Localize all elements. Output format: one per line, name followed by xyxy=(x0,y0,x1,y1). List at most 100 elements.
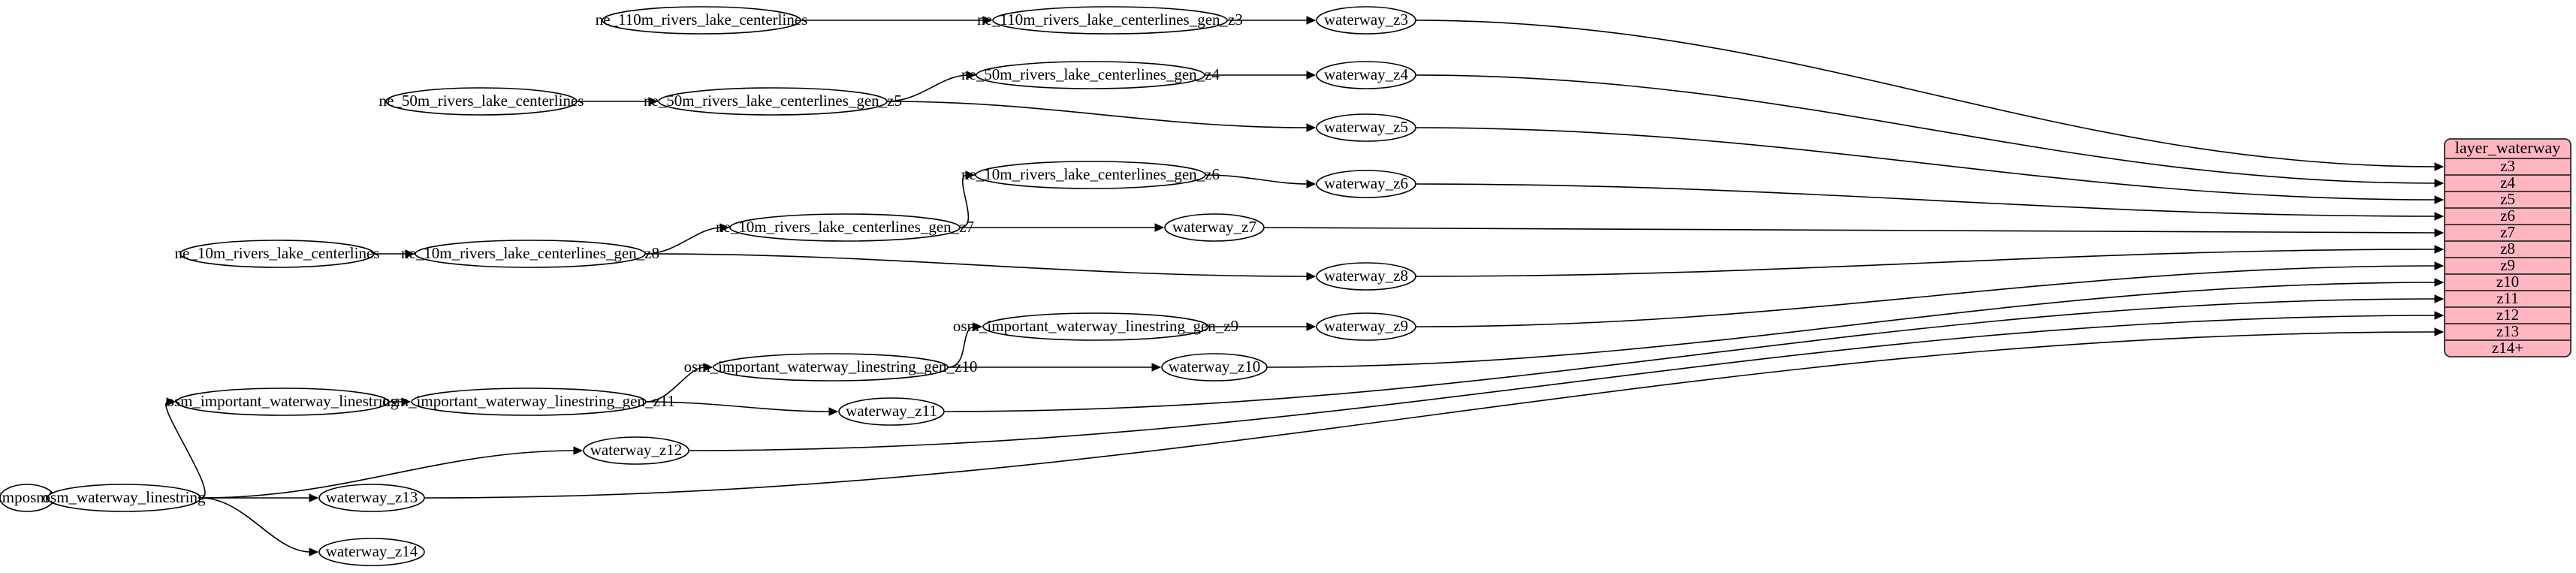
node-shape xyxy=(982,312,1209,341)
node-ne_10m_rivers_lake_centerlines_gen_z6[interactable]: ne_10m_rivers_lake_centerlines_gen_z6 xyxy=(961,161,1220,189)
node-osm_important_waterway_linestring[interactable]: osm_important_waterway_linestring xyxy=(166,388,399,416)
edge-arrowhead xyxy=(2434,212,2445,221)
node-osm_waterway_linestring[interactable]: osm_waterway_linestring xyxy=(43,484,206,512)
node-label: osm_important_waterway_linestring_gen_z9 xyxy=(953,317,1238,335)
edge-arrowhead xyxy=(2434,195,2445,204)
node-waterway_z11[interactable]: waterway_z11 xyxy=(838,397,945,426)
node-ne_110m_rivers_lake_centerlines[interactable]: ne_110m_rivers_lake_centerlines xyxy=(596,6,808,35)
node-osm_important_waterway_linestring_gen_z10[interactable]: osm_important_waterway_linestring_gen_z1… xyxy=(684,353,978,381)
legend-row-z9[interactable]: z9 xyxy=(2500,256,2515,274)
legend-row-z3[interactable]: z3 xyxy=(2500,157,2515,175)
legend-row-z12[interactable]: z12 xyxy=(2496,306,2519,324)
edge-waterway_z5-to-layer_waterway_z5 xyxy=(1415,127,2437,201)
node-waterway_z4[interactable]: waterway_z4 xyxy=(1316,61,1416,89)
node-ne_110m_rivers_lake_centerlines_gen_z3[interactable]: ne_110m_rivers_lake_centerlines_gen_z3 xyxy=(977,6,1243,35)
node-waterway_z7[interactable]: waterway_z7 xyxy=(1164,213,1265,242)
edge-ne_10m_rivers_lake_centerlines_gen_z8-to-waterway_z8 xyxy=(644,253,1309,277)
edge-arrowhead xyxy=(1306,71,1317,80)
node-ne_10m_rivers_lake_centerlines_gen_z8[interactable]: ne_10m_rivers_lake_centerlines_gen_z8 xyxy=(401,240,659,268)
edge-arrowhead xyxy=(1151,363,1162,372)
node-label: ne_50m_rivers_lake_centerlines_gen_z5 xyxy=(644,92,902,110)
node-shape xyxy=(411,388,647,416)
node-osm_important_waterway_linestring_gen_z11[interactable]: osm_important_waterway_linestring_gen_z1… xyxy=(382,388,675,416)
node-ne_50m_rivers_lake_centerlines[interactable]: ne_50m_rivers_lake_centerlines xyxy=(379,87,584,116)
node-label: ne_50m_rivers_lake_centerlines_gen_z4 xyxy=(961,65,1220,83)
node-label: ne_10m_rivers_lake_centerlines_gen_z7 xyxy=(716,218,974,236)
edge-arrowhead xyxy=(648,97,659,106)
legend-row-z7[interactable]: z7 xyxy=(2500,223,2515,241)
node-shape xyxy=(992,6,1228,35)
edge-osm_important_waterway_linestring_gen_z10-to-osm_important_waterway_linestring_gen_z9 xyxy=(947,326,976,368)
edge-arrowhead xyxy=(719,223,730,232)
edge-arrowhead xyxy=(2434,327,2445,336)
node-shape xyxy=(47,484,201,512)
node-waterway_z14[interactable]: waterway_z14 xyxy=(318,538,425,566)
node-shape xyxy=(713,353,949,381)
node-shape xyxy=(976,61,1205,89)
node-label: ne_110m_rivers_lake_centerlines_gen_z3 xyxy=(977,11,1243,29)
edge-waterway_z6-to-layer_waterway_z6 xyxy=(1415,183,2437,217)
node-label: ne_10m_rivers_lake_centerlines_gen_z8 xyxy=(401,244,659,262)
edge-arrowhead xyxy=(1306,272,1317,281)
node-waterway_z5[interactable]: waterway_z5 xyxy=(1316,113,1416,142)
node-waterway_z3[interactable]: waterway_z3 xyxy=(1316,6,1416,35)
node-label: osm_waterway_linestring xyxy=(43,488,206,506)
node-label: waterway_z6 xyxy=(1324,174,1408,192)
node-waterway_z6[interactable]: waterway_z6 xyxy=(1316,170,1416,198)
legend-row-z11[interactable]: z11 xyxy=(2496,289,2519,307)
edge-arrowhead xyxy=(1306,16,1317,25)
edge-arrowhead xyxy=(2434,162,2445,171)
legend-row-z5[interactable]: z5 xyxy=(2500,190,2515,208)
node-waterway_z12[interactable]: waterway_z12 xyxy=(583,436,689,465)
edge-osm_waterway_linestring-to-waterway_z14 xyxy=(200,497,312,553)
legend-row-z14+[interactable]: z14+ xyxy=(2492,339,2523,357)
node-label: osm_important_waterway_linestring_gen_z1… xyxy=(382,392,675,410)
edge-arrowhead xyxy=(2434,311,2445,320)
edge-ne_50m_rivers_lake_centerlines_gen_z5-to-ne_50m_rivers_lake_centerlines_gen_z4 xyxy=(886,74,969,102)
node-waterway_z10[interactable]: waterway_z10 xyxy=(1161,353,1268,381)
node-label: waterway_z4 xyxy=(1324,65,1408,83)
node-shape xyxy=(385,87,578,116)
node-ne_10m_rivers_lake_centerlines[interactable]: ne_10m_rivers_lake_centerlines xyxy=(175,240,380,268)
legend-box xyxy=(2444,138,2571,357)
node-label: ne_110m_rivers_lake_centerlines xyxy=(596,11,808,29)
node-ne_50m_rivers_lake_centerlines_gen_z4[interactable]: ne_50m_rivers_lake_centerlines_gen_z4 xyxy=(961,61,1220,89)
edge-waterway_z10-to-layer_waterway_z10 xyxy=(1266,282,2437,368)
node-shape xyxy=(583,436,689,465)
edge-arrowhead xyxy=(982,16,993,25)
node-ne_10m_rivers_lake_centerlines_gen_z7[interactable]: ne_10m_rivers_lake_centerlines_gen_z7 xyxy=(716,213,974,242)
node-waterway_z8[interactable]: waterway_z8 xyxy=(1316,262,1416,291)
node-label: osm_important_waterway_linestring xyxy=(166,392,399,410)
edge-arrowhead xyxy=(2434,294,2445,303)
node-osm_important_waterway_linestring_gen_z9[interactable]: osm_important_waterway_linestring_gen_z9 xyxy=(953,312,1238,341)
node-waterway_z13[interactable]: waterway_z13 xyxy=(318,484,425,512)
edge-arrowhead xyxy=(965,170,976,179)
node-shape xyxy=(318,484,425,512)
node-ne_50m_rivers_lake_centerlines_gen_z5[interactable]: ne_50m_rivers_lake_centerlines_gen_z5 xyxy=(644,87,902,116)
legend-row-z10[interactable]: z10 xyxy=(2496,273,2519,291)
edge-osm_waterway_linestring-to-osm_important_waterway_linestring xyxy=(165,401,206,499)
legend-row-z8[interactable]: z8 xyxy=(2500,240,2515,258)
node-shape xyxy=(318,538,425,566)
node-shape xyxy=(1164,213,1265,242)
edge-arrowhead xyxy=(1306,322,1317,331)
node-imposm3[interactable]: imposm3 xyxy=(0,484,56,512)
legend-row-z13[interactable]: z13 xyxy=(2496,322,2519,340)
edge-waterway_z3-to-layer_waterway_z3 xyxy=(1415,20,2437,167)
node-waterway_z9[interactable]: waterway_z9 xyxy=(1316,312,1416,341)
node-shape xyxy=(415,240,646,268)
edge-arrowhead xyxy=(2434,278,2445,287)
edge-arrowhead xyxy=(966,71,976,80)
node-label: ne_50m_rivers_lake_centerlines xyxy=(379,92,584,110)
node-shape xyxy=(838,397,945,426)
legend-row-z4[interactable]: z4 xyxy=(2500,173,2515,192)
node-label: waterway_z8 xyxy=(1324,267,1408,285)
legend-row-z6[interactable]: z6 xyxy=(2500,207,2515,225)
edge-waterway_z7-to-layer_waterway_z7 xyxy=(1263,227,2437,234)
edge-waterway_z4-to-layer_waterway_z4 xyxy=(1415,74,2437,184)
node-shape xyxy=(1316,312,1416,341)
edge-ne_10m_rivers_lake_centerlines_gen_z8-to-ne_10m_rivers_lake_centerlines_gen_z7 xyxy=(644,227,722,255)
node-label: waterway_z5 xyxy=(1324,118,1408,136)
